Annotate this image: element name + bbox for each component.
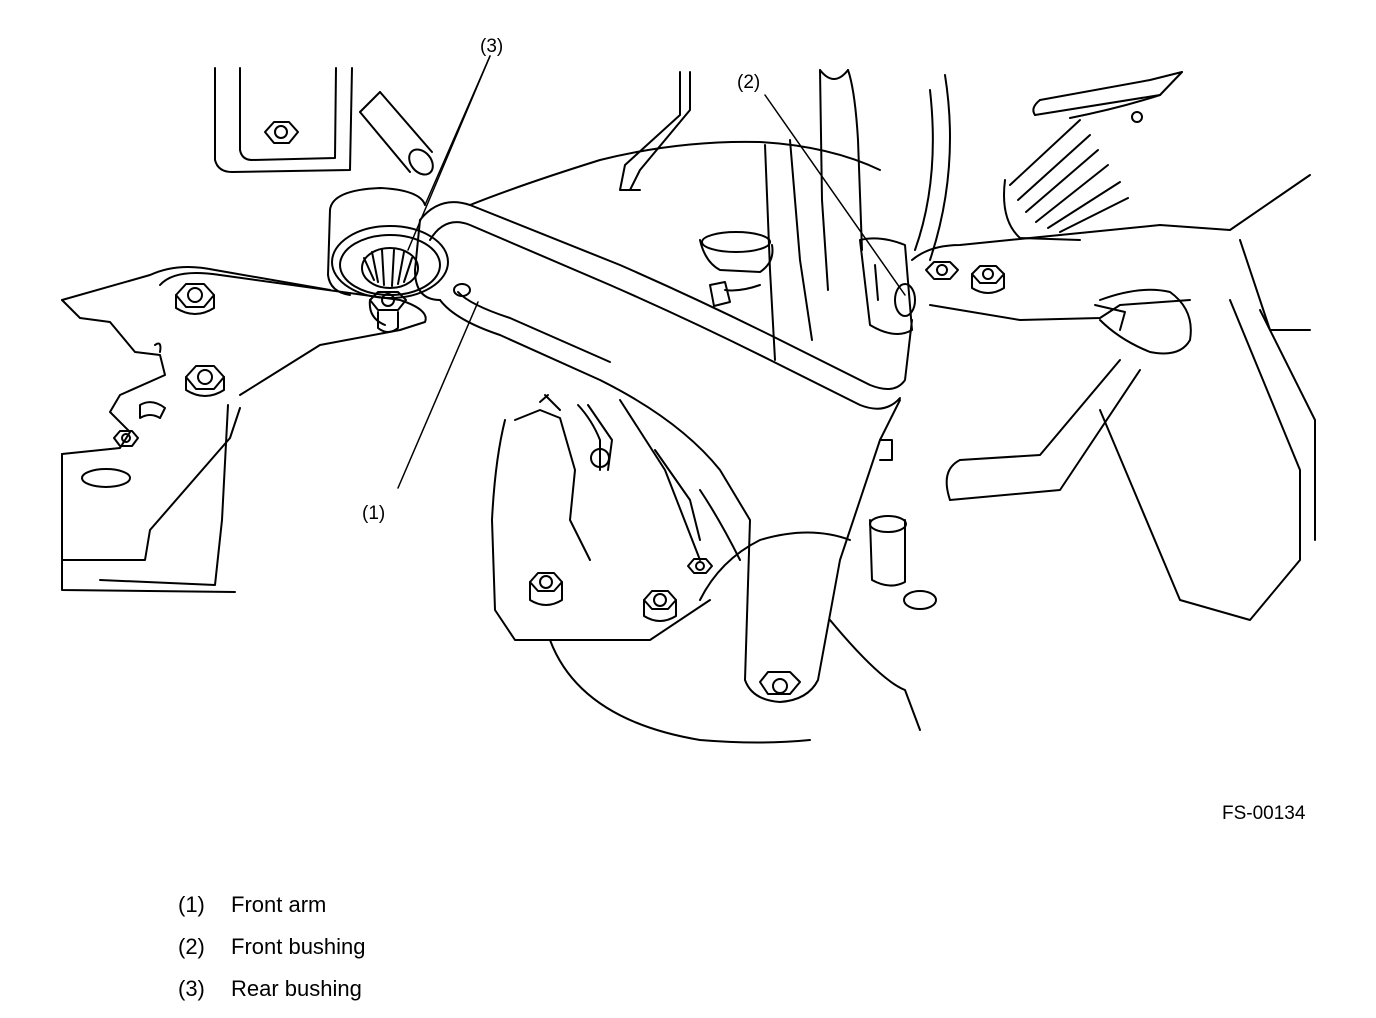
differential-body [469, 140, 881, 307]
center-pipes [619, 69, 863, 361]
left-subframe [61, 266, 331, 593]
suspension-line-drawing [61, 55, 1316, 744]
legend-item: (2) Front bushing [178, 934, 366, 976]
upper-left-bracket [214, 67, 353, 173]
legend-label: Front bushing [231, 934, 366, 959]
leader-lines [397, 55, 906, 489]
legend-item: (3) Rear bushing [178, 976, 366, 1018]
left-flange-bolts [113, 283, 225, 447]
legend-item: (1) Front arm [178, 892, 366, 934]
stabilizer-bar [945, 288, 1192, 501]
rear-bushing-housing [327, 187, 449, 299]
lower-housing [491, 394, 921, 744]
legend-number: (1) [178, 892, 205, 917]
legend-label: Front arm [231, 892, 327, 917]
leader-line-1 [397, 301, 479, 489]
leader-line-2 [764, 94, 906, 296]
callout-1: (1) [362, 503, 386, 524]
legend-number: (2) [178, 934, 205, 959]
callout-3: (3) [480, 36, 504, 57]
legend: (1) Front arm (2) Front bushing (3) Rear… [178, 892, 366, 1018]
leader-line-3b [424, 55, 491, 206]
figure-code: FS-00134 [1222, 803, 1306, 824]
rear-link-bracket [159, 272, 427, 396]
right-outer-frame [914, 74, 1316, 621]
callout-2: (2) [737, 72, 761, 93]
legend-number: (3) [178, 976, 205, 1001]
right-fitting [869, 439, 937, 610]
front-arm [414, 201, 913, 703]
lower-housing-bolts [529, 558, 801, 695]
steering-boot [1003, 71, 1183, 241]
right-mount-bracket [911, 174, 1311, 321]
upper-tube [359, 91, 434, 176]
legend-label: Rear bushing [231, 976, 362, 1001]
front-bushing [859, 237, 916, 335]
